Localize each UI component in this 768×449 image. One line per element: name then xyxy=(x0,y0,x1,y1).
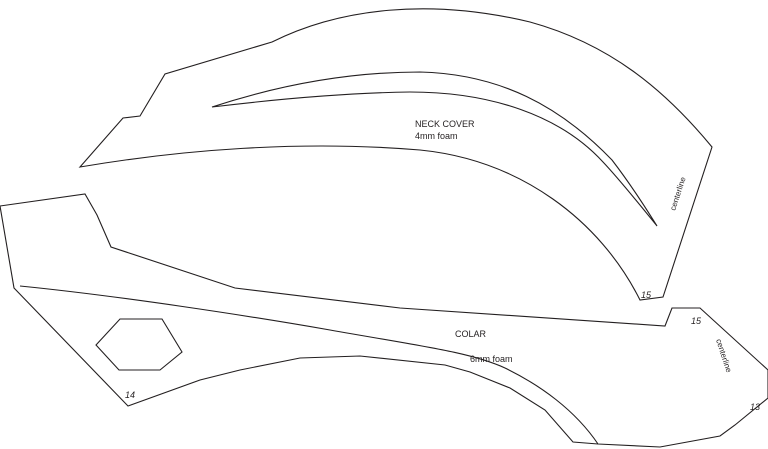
collar-piece-number-bottom-right: 13 xyxy=(750,402,760,412)
neck-cover-outline xyxy=(78,8,713,301)
neck-cover-centerline-label: centerline xyxy=(668,175,687,211)
neck-cover-piece: NECK COVER 4mm foam centerline 15 xyxy=(78,8,713,301)
neck-cover-inner-cutout xyxy=(211,71,658,227)
collar-piece-number-top-right: 15 xyxy=(691,316,702,326)
hexagon-cutout xyxy=(95,318,183,371)
collar-centerline-label: centerline xyxy=(714,338,733,374)
neck-cover-title: NECK COVER xyxy=(415,119,475,129)
neck-cover-material: 4mm foam xyxy=(415,131,458,141)
collar-piece: COLAR 6mm foam centerline 14 15 13 xyxy=(0,193,768,448)
collar-inner-line xyxy=(19,285,599,445)
collar-piece-number-left: 14 xyxy=(125,390,135,400)
collar-material: 6mm foam xyxy=(470,354,513,364)
collar-outline xyxy=(0,193,768,448)
neck-cover-piece-number: 15 xyxy=(641,290,652,300)
collar-title: COLAR xyxy=(455,329,487,339)
